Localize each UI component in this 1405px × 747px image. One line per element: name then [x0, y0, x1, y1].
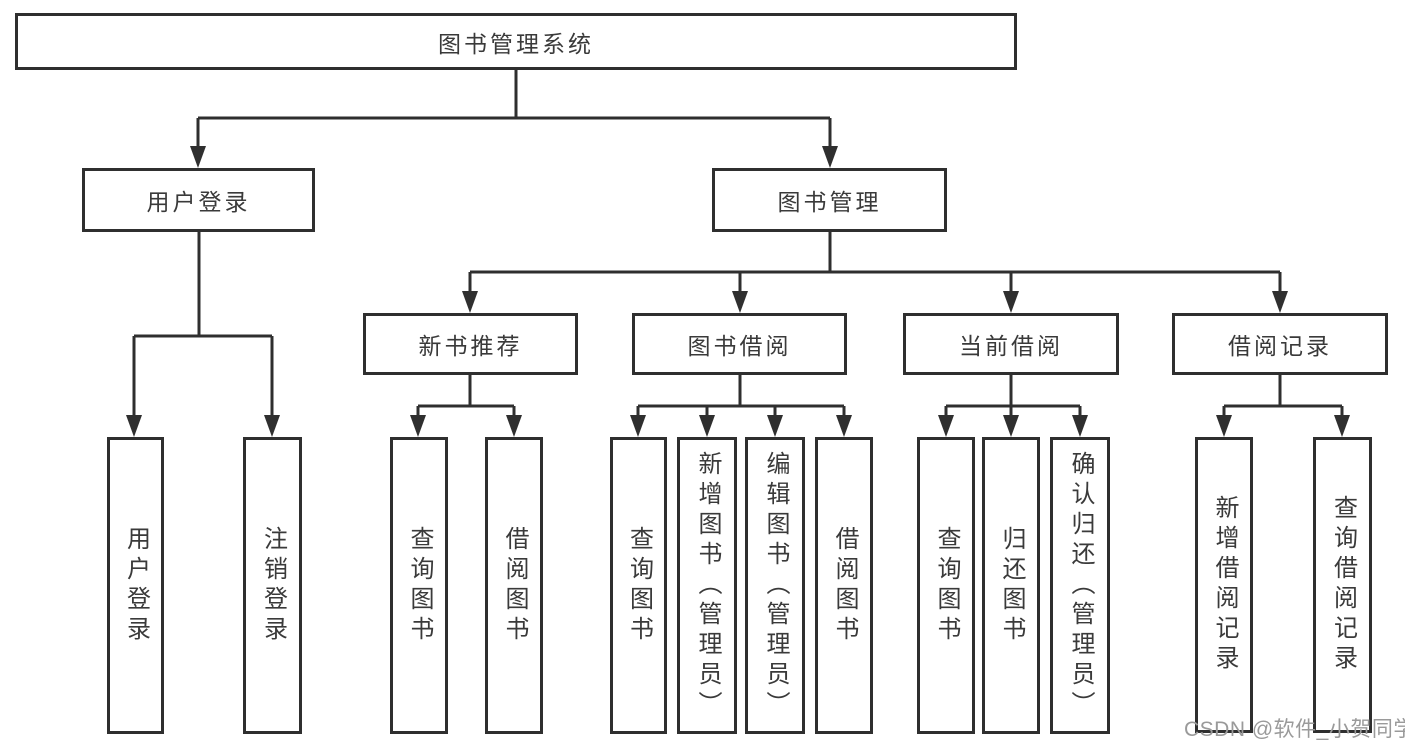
leaf-label: 查询图书 — [406, 525, 433, 646]
node-book-borrowing: 图书借阅 — [632, 313, 847, 375]
leaf-label: 查询借阅记录 — [1329, 495, 1357, 675]
node-leaf-query-books-recommend: 查询图书 — [390, 437, 448, 734]
leaf-label: 查询图书 — [933, 525, 960, 646]
node-leaf-query-books-borrowing: 查询图书 — [610, 437, 667, 734]
node-leaf-borrow-books-recommend: 借阅图书 — [485, 437, 543, 734]
node-new-book-recommendation: 新书推荐 — [363, 313, 578, 375]
leaf-label: 借阅图书 — [501, 525, 528, 646]
leaf-label: 编辑图书（管理员） — [762, 450, 789, 721]
node-leaf-add-borrow-record: 新增借阅记录 — [1195, 437, 1253, 733]
node-leaf-borrow-books: 借阅图书 — [815, 437, 873, 734]
node-leaf-confirm-return-admin: 确认归还（管理员） — [1050, 437, 1110, 734]
node-leaf-add-books-admin: 新增图书（管理员） — [677, 437, 737, 734]
node-library-management-system: 图书管理系统 — [15, 13, 1017, 70]
leaf-label: 新增图书（管理员） — [694, 450, 721, 721]
node-borrowing-records: 借阅记录 — [1172, 313, 1388, 375]
csdn-watermark: CSDN @软件_小贺同学 — [1184, 718, 1405, 741]
node-leaf-return-books: 归还图书 — [982, 437, 1040, 734]
node-leaf-query-borrow-record: 查询借阅记录 — [1313, 437, 1372, 733]
arrowheads — [126, 146, 1350, 437]
leaf-label: 归还图书 — [998, 525, 1025, 646]
node-leaf-query-books-current: 查询图书 — [917, 437, 975, 734]
node-leaf-user-login: 用户登录 — [107, 437, 164, 734]
node-current-borrowing: 当前借阅 — [903, 313, 1119, 375]
node-leaf-edit-books-admin: 编辑图书（管理员） — [745, 437, 805, 734]
leaf-label: 新增借阅记录 — [1211, 495, 1238, 675]
leaf-label: 查询图书 — [625, 525, 653, 646]
leaf-label: 用户登录 — [122, 525, 150, 646]
leaf-label: 确认归还（管理员） — [1067, 450, 1094, 721]
leaf-label: 注销登录 — [259, 525, 287, 646]
leaf-label: 借阅图书 — [831, 525, 858, 646]
node-leaf-logout: 注销登录 — [243, 437, 302, 734]
node-book-management: 图书管理 — [712, 168, 947, 232]
node-user-login: 用户登录 — [82, 168, 315, 232]
